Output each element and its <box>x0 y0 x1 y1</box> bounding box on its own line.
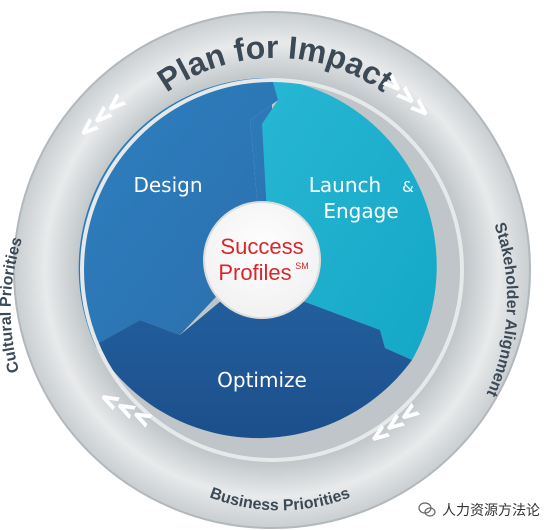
watermark-text: 人力资源方法论 <box>442 503 540 519</box>
engage-label: Engage <box>323 199 398 223</box>
wheel-rim <box>80 78 464 462</box>
launch-ampersand: & <box>402 178 414 196</box>
center-circle <box>203 201 321 319</box>
watermark: 人力资源方法论 <box>418 500 540 520</box>
wechat-icon <box>418 502 436 517</box>
optimize-label: Optimize <box>217 368 307 392</box>
segment-optimize[interactable] <box>95 285 412 439</box>
outer-ring-edge <box>13 11 531 529</box>
center-success: Success <box>220 234 303 259</box>
launch-label: Launch <box>309 173 381 197</box>
design-label: Design <box>133 173 202 197</box>
center-sm-mark: SM <box>295 261 309 271</box>
center-profiles: Profiles <box>218 260 291 285</box>
